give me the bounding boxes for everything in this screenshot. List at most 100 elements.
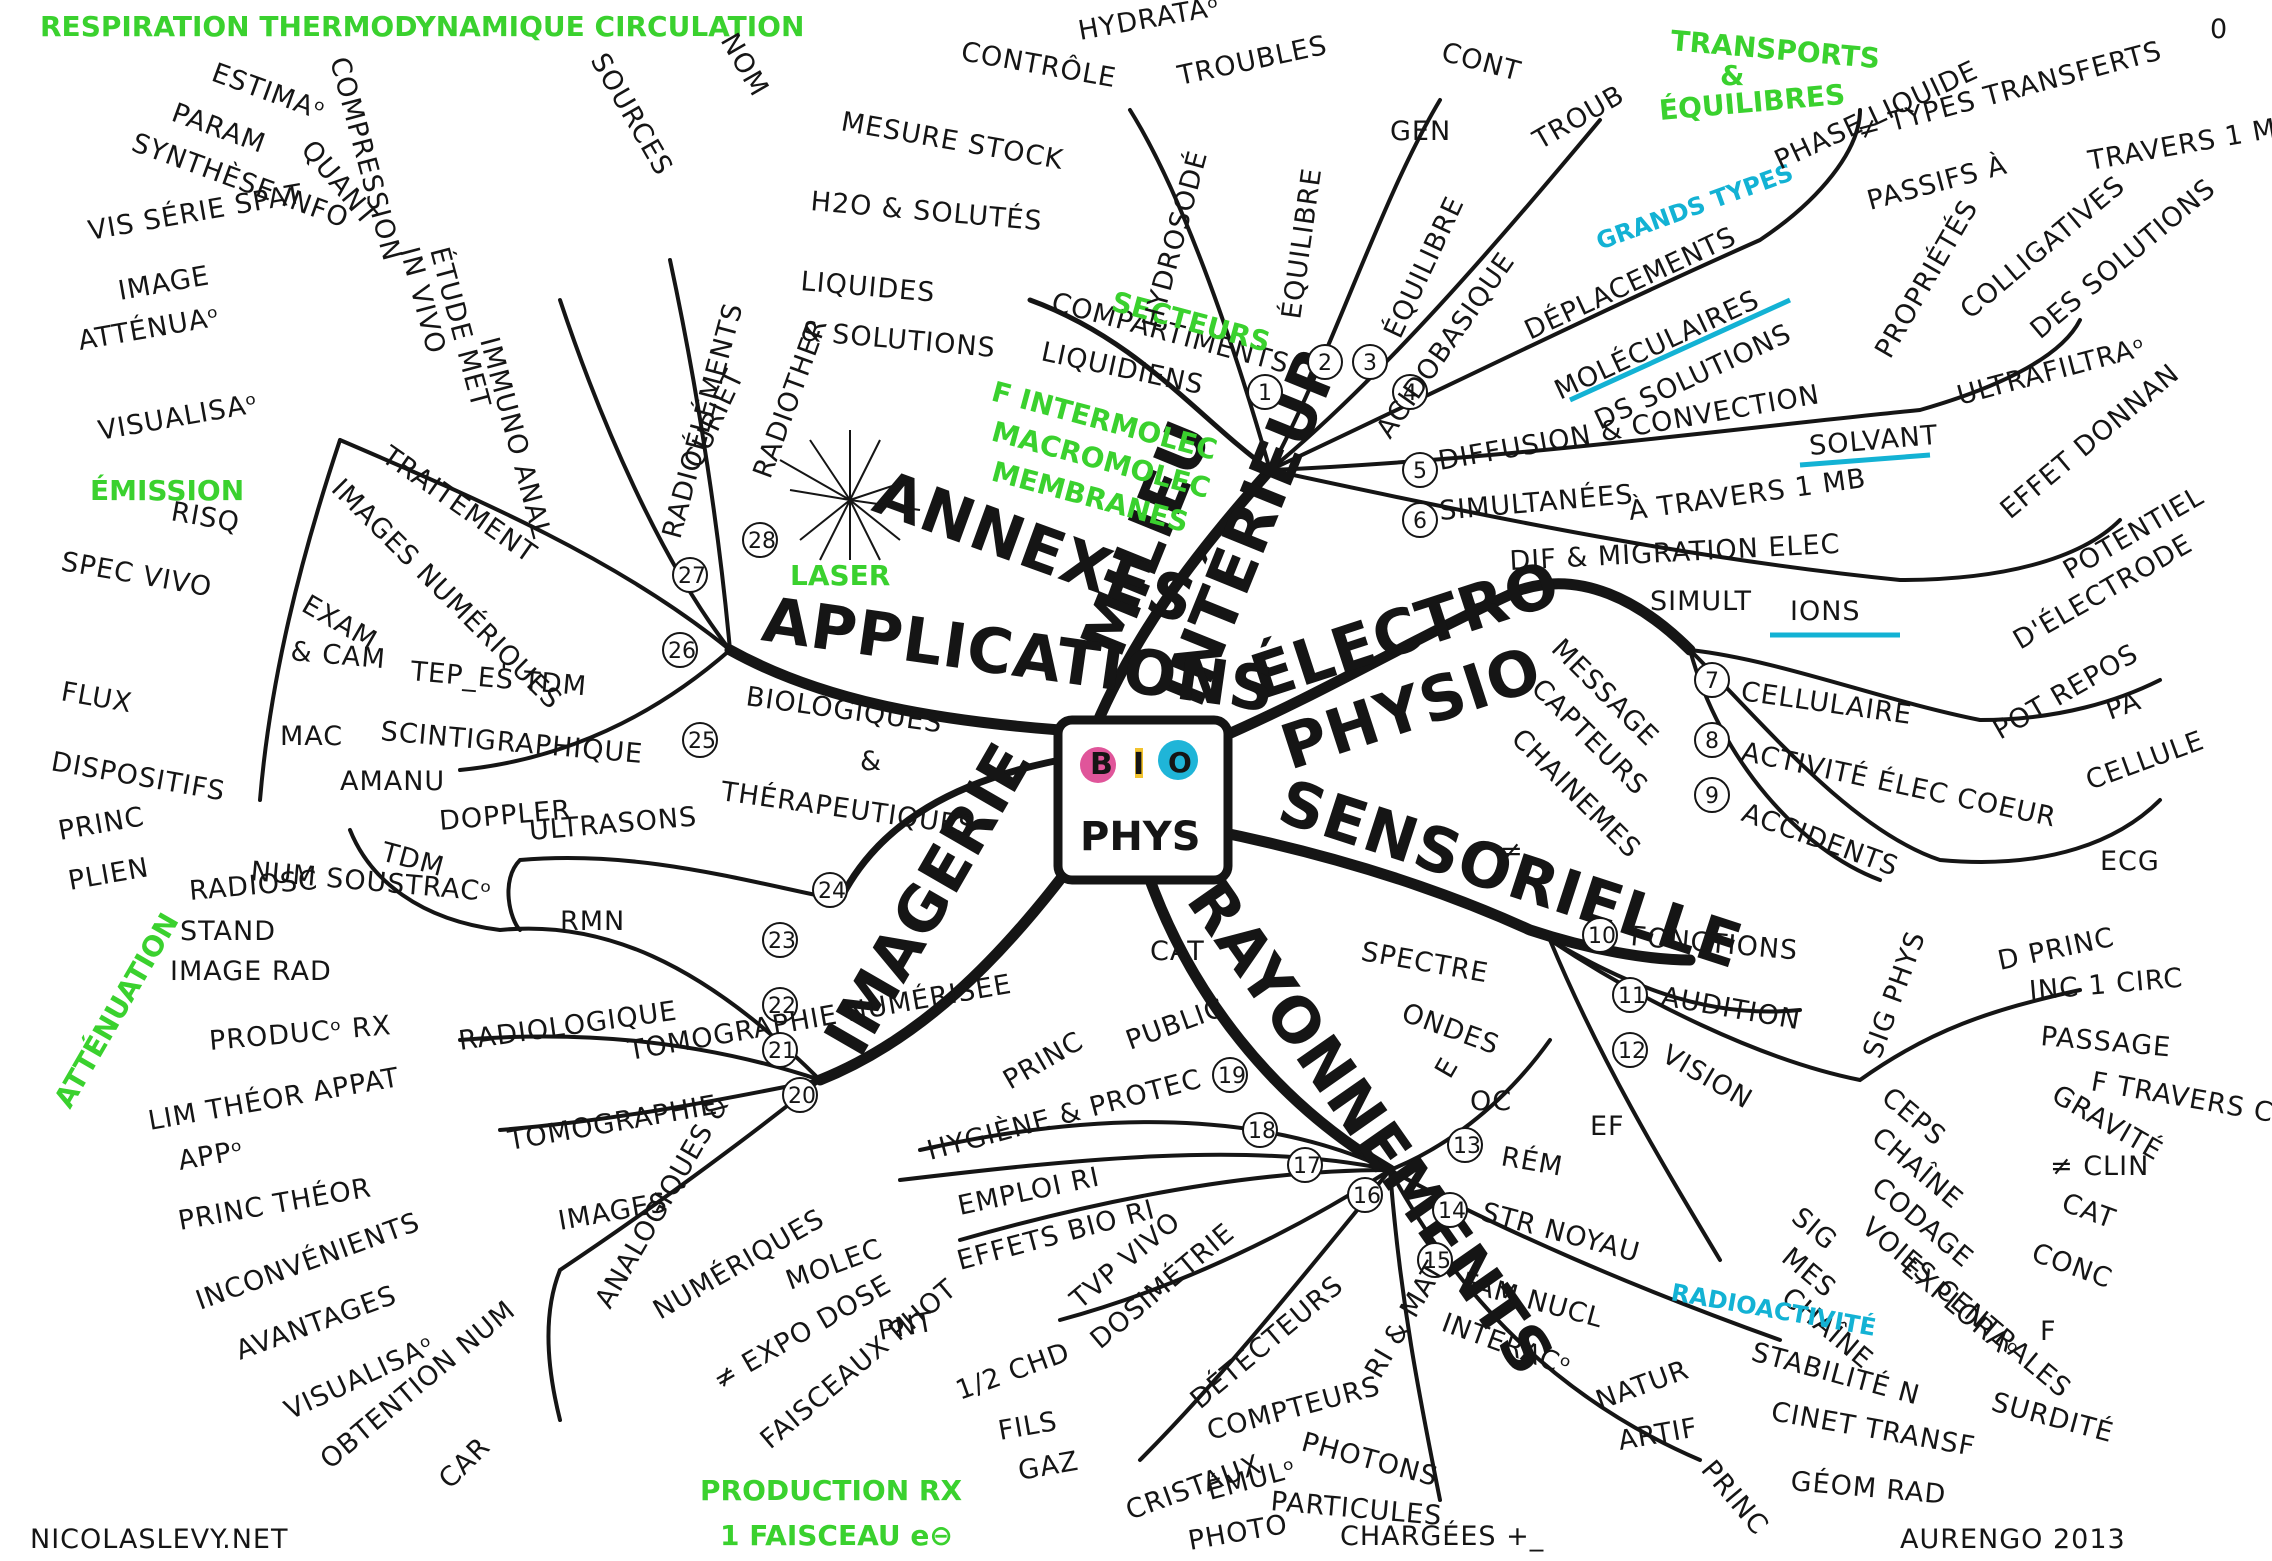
num-27-circle — [672, 557, 708, 593]
num-16: 16 — [1353, 1184, 1381, 1209]
link-tomographie — [498, 1078, 822, 1132]
num-6-circle — [1402, 502, 1438, 538]
link-str-noyau — [1388, 1168, 1782, 1342]
txt-princ2: PRINC — [998, 1026, 1089, 1096]
txt-plien: PLIEN — [66, 852, 152, 897]
txt-radiosc: RADIOSC — [188, 865, 319, 907]
num-21-circle — [762, 1032, 798, 1068]
txt-inc: INC 1 CIRC — [2028, 963, 2185, 1007]
num-3: 3 — [1363, 351, 1377, 376]
num-26: 26 — [668, 639, 696, 664]
txt-clin: ≠ CLIN — [2050, 1151, 2149, 1182]
num-19-circle — [1212, 1057, 1248, 1093]
num-27: 27 — [678, 564, 706, 589]
txt-mesure: MESURE STOCK — [839, 106, 1066, 176]
txt-cinet: CINET TRANSF — [1769, 1396, 1978, 1462]
txt-ondes: ONDES — [1398, 997, 1504, 1061]
txt-natur: NATUR — [1592, 1354, 1693, 1416]
num-25: 25 — [688, 729, 716, 754]
txt-hygiene: HYGIÈNE & PROTEC — [924, 1063, 1206, 1167]
txt-geom: GÉOM RAD — [1789, 1465, 1947, 1510]
txt-dif-migration: DIF & MIGRATION ELEC — [1509, 529, 1841, 577]
num-2-circle — [1307, 344, 1343, 380]
txt-princ-ray: PRINC — [1695, 1455, 1775, 1542]
txt-spec: SPEC VIVO — [59, 546, 215, 603]
footer-site: NICOLASLEVY.NET — [30, 1524, 288, 1555]
txt-audition: AUDITION — [1659, 981, 1803, 1036]
link-simultanees — [1268, 468, 2122, 583]
txt-oc: OC — [1470, 1086, 1512, 1117]
txt-e: E — [1429, 1052, 1465, 1083]
num-19: 19 — [1218, 1064, 1246, 1089]
num-3-circle — [1352, 344, 1388, 380]
num-25-circle — [682, 722, 718, 758]
num-4-circle — [1392, 374, 1428, 410]
txt-gen: GEN — [1390, 116, 1451, 147]
link-deplacements — [1268, 108, 1862, 472]
txt-conc: CONC — [2028, 1237, 2117, 1295]
num-4: 4 — [1403, 381, 1417, 406]
txt-amanu: AMANU — [340, 766, 445, 797]
link-fam-nucl — [1388, 1168, 1702, 1462]
num-10: 10 — [1588, 924, 1616, 949]
txt-flux: FLUX — [59, 676, 135, 719]
txt-princ-theor: PRINC THÉOR — [176, 1171, 374, 1236]
link-radiother — [668, 258, 732, 652]
center-letter-i: I — [1133, 747, 1144, 782]
txt-proprietes: PROPRIÉTÉS — [1868, 194, 1984, 363]
link-rmn — [348, 828, 822, 1082]
txt-ecg: ECG — [2100, 846, 2160, 877]
txt-ri-mat: RI & MAT — [1359, 1256, 1450, 1383]
num-23-circle — [762, 922, 798, 958]
link-acidobasique — [1268, 118, 1602, 472]
txt-passifs: PASSIFS À — [1864, 149, 2011, 217]
num-9: 9 — [1705, 784, 1719, 809]
num-12-circle — [1612, 1032, 1648, 1068]
num-17: 17 — [1293, 1154, 1321, 1179]
main-branches — [724, 464, 1696, 1176]
txt-vision: VISION — [1657, 1039, 1758, 1115]
applications-group: 26 27 28 TRAITEMENT IMAGES NUMÉRIQUES TE… — [49, 28, 891, 897]
txt-cellulaire: CELLULAIRE — [1739, 676, 1914, 731]
txt-tep: TEP_ES TDM — [408, 656, 588, 702]
txt-rmn: RMN — [560, 906, 625, 937]
num-7-circle — [1694, 662, 1730, 698]
txt-cont: CONT — [1438, 37, 1524, 88]
txt-a-travers: À TRAVERS 1 MB — [1627, 462, 1869, 527]
link-liquidiens — [1027, 297, 1273, 473]
txt-dispo: DISPOSITIFS — [49, 746, 228, 807]
txt-couche: 1/2 CHD — [952, 1337, 1074, 1407]
num-22-circle — [762, 987, 798, 1023]
txt-production-rx: PRODUCTION RX — [700, 1474, 962, 1507]
txt-transports: TRANSPORTS — [1669, 24, 1881, 75]
num-11: 11 — [1618, 984, 1646, 1009]
num-9-circle — [1694, 777, 1730, 813]
link-diffusion — [1268, 318, 2082, 472]
link-dosimetrie — [1058, 1168, 1392, 1322]
num-13: 13 — [1453, 1134, 1481, 1159]
txt-stand: STAND — [180, 916, 276, 947]
branch-milieu — [1084, 464, 1276, 746]
num-11-circle — [1612, 977, 1648, 1013]
txt-travers: TRAVERS 1 MB — [2085, 110, 2272, 177]
txt-tomo-num: TOMOGRAPHIE NUMÉRISÉE — [625, 968, 1014, 1067]
link-cellulaire — [1688, 648, 2162, 723]
num-21: 21 — [768, 1039, 796, 1064]
branch-applications — [724, 644, 1066, 736]
txt-ef: EF — [1590, 1111, 1625, 1142]
txt-pnt: PNT — [876, 1307, 937, 1347]
txt-charges: CHARGÉES +_ — [1340, 1520, 1544, 1552]
link-detecteurs — [1138, 1168, 1392, 1462]
num-20-circle — [782, 1077, 818, 1113]
txt-h2o: H2O & SOLUTÉS — [809, 185, 1043, 237]
txt-app: APPᵒ — [176, 1135, 247, 1177]
link-scintigraphique — [458, 648, 732, 772]
txt-laser: LASER — [790, 559, 890, 592]
txt-rem: RÉM — [1499, 1140, 1566, 1182]
num-14-circle — [1432, 1192, 1468, 1228]
center-letter-o: O — [1168, 746, 1192, 779]
center-letter-b: B — [1090, 747, 1113, 782]
link-equilibre — [1268, 98, 1442, 472]
txt-image: IMAGE — [116, 260, 212, 307]
txt-cat-ray: CAT — [1150, 936, 1205, 967]
